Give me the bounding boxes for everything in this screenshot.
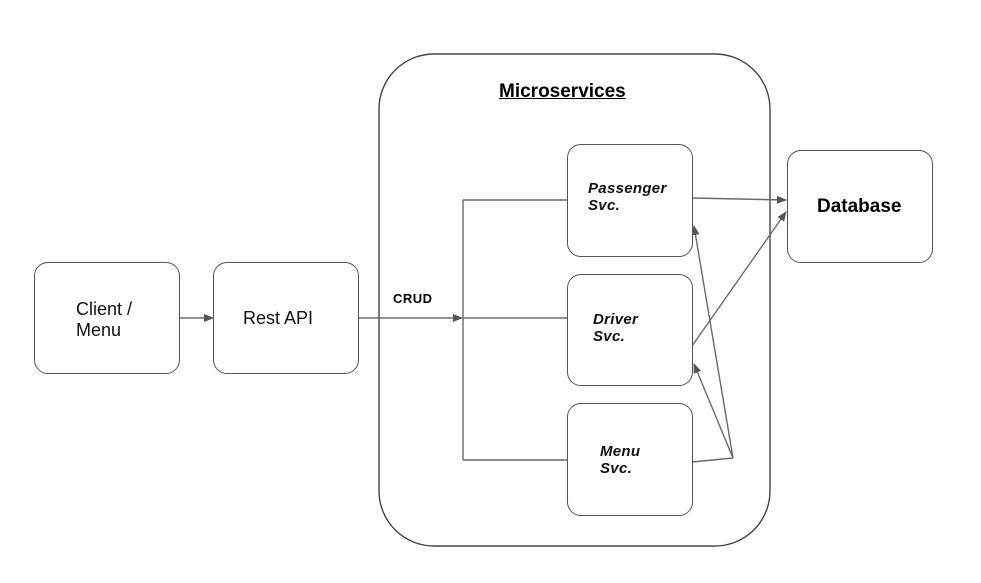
edge-passenger-to-database [691,195,787,204]
database-node [787,150,933,263]
database-label: Database [817,196,902,217]
crud-label: CRUD [393,291,433,306]
microservices-title: Microservices [499,81,626,102]
edge-menu-out [691,457,734,463]
rest-api-node [213,262,359,374]
edge-menu-to-driver [693,363,734,459]
passenger-svc-label: Passenger Svc. [588,180,667,215]
driver-svc-label: Driver Svc. [593,311,639,346]
edges [179,195,787,463]
client-menu-label: Client / Menu [76,299,133,340]
rest-api-label: Rest API [243,308,314,328]
edge-menu-to-passenger [691,225,734,459]
passenger-svc-node [567,144,693,257]
menu-svc-label: Menu Svc. [600,443,641,478]
edge-driver-to-database [691,211,787,347]
microservices-container [378,53,771,547]
client-menu-node [34,262,180,374]
menu-svc-node [567,403,693,516]
driver-svc-node [567,274,693,386]
